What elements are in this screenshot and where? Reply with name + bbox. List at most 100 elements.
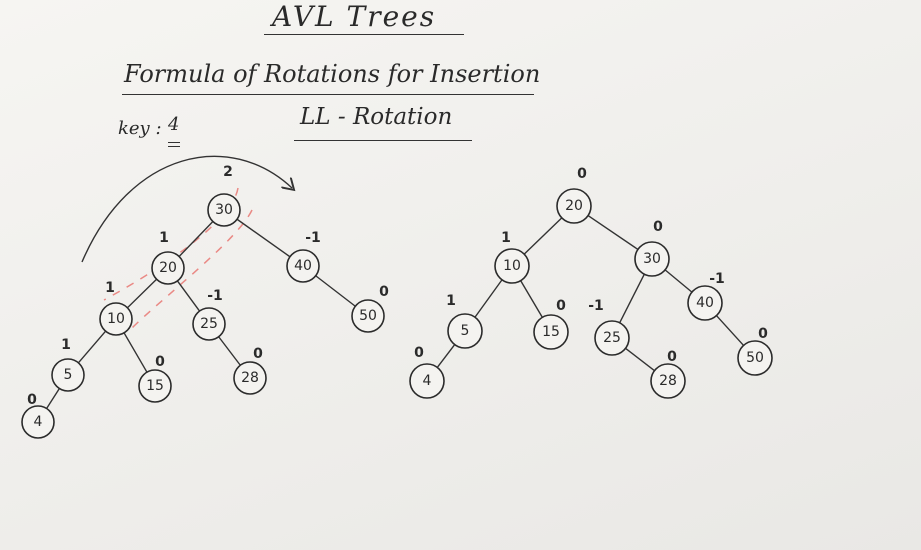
after-node-circle-50 bbox=[737, 340, 773, 376]
before-node-label-10: 10 bbox=[107, 311, 125, 327]
after-edge-40-50 bbox=[715, 315, 745, 346]
before-node-label-25: 25 bbox=[200, 316, 218, 332]
before-node-30: 30 2 bbox=[207, 164, 241, 227]
before-balance-factor-30: 2 bbox=[223, 164, 233, 180]
before-node-5: 51 bbox=[51, 337, 85, 392]
before-edge-25-28 bbox=[218, 336, 241, 366]
after-node-5: 51 bbox=[446, 293, 483, 349]
after-node-circle-30 bbox=[634, 241, 670, 277]
before-node-circle-28 bbox=[233, 361, 267, 395]
after-node-label-50: 50 bbox=[746, 350, 764, 366]
before-balance-factor-5: 1 bbox=[61, 337, 71, 353]
before-node-circle-50 bbox=[351, 299, 385, 333]
rotation-underline bbox=[294, 140, 472, 141]
before-node-label-28: 28 bbox=[241, 370, 259, 386]
before-node-circle-30 bbox=[207, 193, 241, 227]
before-node-label-50: 50 bbox=[359, 308, 377, 324]
before-balance-factor-4: 0 bbox=[27, 392, 37, 408]
after-balance-factor-4: 0 bbox=[414, 345, 424, 361]
before-node-20: 20 1 bbox=[151, 230, 185, 285]
before-node-25: 25 -1 bbox=[192, 288, 226, 341]
after-node-label-28: 28 bbox=[659, 373, 677, 389]
after-balance-factor-25: -1 bbox=[588, 298, 604, 314]
after-node-label-10: 10 bbox=[503, 258, 521, 274]
before-node-40: 40 -1 bbox=[286, 230, 321, 283]
after-node-label-4: 4 bbox=[423, 373, 432, 389]
before-node-4: 40 bbox=[21, 392, 55, 439]
before-edge-40-50 bbox=[315, 275, 356, 307]
before-node-circle-40 bbox=[286, 249, 320, 283]
after-node-label-40: 40 bbox=[696, 295, 714, 311]
before-node-50: 500 bbox=[351, 284, 389, 333]
before-balance-factor-25: -1 bbox=[207, 288, 223, 304]
after-balance-factor-20: 0 bbox=[577, 166, 587, 182]
after-node-circle-28 bbox=[650, 363, 686, 399]
before-node-circle-4 bbox=[21, 405, 55, 439]
after-balance-factor-5: 1 bbox=[446, 293, 456, 309]
before-node-28: 28 0 bbox=[233, 346, 267, 395]
after-edge-10-5 bbox=[474, 279, 503, 318]
rotation-label: LL - Rotation bbox=[300, 104, 453, 130]
before-node-label-30: 30 bbox=[215, 202, 233, 218]
edges-layer bbox=[46, 214, 745, 409]
before-node-10: 101 bbox=[99, 280, 133, 336]
before-node-label-20: 20 bbox=[159, 260, 177, 276]
key-underline-2 bbox=[168, 146, 180, 147]
after-node-15: 150 bbox=[533, 298, 569, 350]
after-node-30: 30 0 bbox=[634, 219, 670, 277]
rotation-arrow bbox=[81, 155, 292, 263]
after-node-4: 40 bbox=[409, 345, 445, 399]
page-title: AVL Trees bbox=[272, 0, 437, 33]
after-edge-20-10 bbox=[523, 217, 563, 255]
after-edge-5-4 bbox=[436, 344, 456, 368]
before-balance-factor-50: 0 bbox=[379, 284, 389, 300]
before-node-label-40: 40 bbox=[294, 258, 312, 274]
before-balance-factor-15: 0 bbox=[155, 354, 165, 370]
before-edge-10-15 bbox=[123, 332, 148, 373]
before-node-label-15: 15 bbox=[146, 378, 164, 394]
before-node-label-4: 4 bbox=[34, 414, 43, 430]
after-balance-factor-50: 0 bbox=[758, 326, 768, 342]
after-node-50: 50 0 bbox=[737, 326, 773, 376]
key-label: key : bbox=[118, 118, 162, 139]
after-node-40: 40 -1 bbox=[687, 271, 725, 321]
after-node-label-25: 25 bbox=[603, 330, 621, 346]
before-balance-factor-28: 0 bbox=[253, 346, 263, 362]
key-underline-1 bbox=[168, 142, 180, 143]
after-node-circle-25 bbox=[594, 320, 630, 356]
after-edge-25-28 bbox=[625, 347, 655, 372]
before-balance-factor-40: -1 bbox=[305, 230, 321, 246]
after-node-25: 25 -1 bbox=[588, 298, 630, 356]
before-node-circle-5 bbox=[51, 358, 85, 392]
after-balance-factor-28: 0 bbox=[667, 349, 677, 365]
after-balance-factor-40: -1 bbox=[709, 271, 725, 287]
after-node-28: 28 0 bbox=[650, 349, 686, 399]
before-node-circle-10 bbox=[99, 302, 133, 336]
title-underline bbox=[264, 34, 464, 35]
subtitle: Formula of Rotations for Insertion bbox=[124, 60, 541, 88]
after-node-circle-5 bbox=[447, 313, 483, 349]
after-node-circle-40 bbox=[687, 285, 723, 321]
before-balance-factor-20: 1 bbox=[159, 230, 169, 246]
after-balance-factor-30: 0 bbox=[653, 219, 663, 235]
after-edge-20-30 bbox=[587, 214, 639, 251]
after-edge-30-25 bbox=[619, 273, 645, 324]
after-node-label-5: 5 bbox=[461, 323, 470, 339]
nodes-layer: 30220140-110125-150051150280402001013005… bbox=[21, 164, 773, 439]
after-node-circle-10 bbox=[494, 248, 530, 284]
before-node-15: 15 0 bbox=[138, 354, 172, 403]
after-balance-factor-15: 0 bbox=[556, 298, 566, 314]
after-node-label-30: 30 bbox=[643, 251, 661, 267]
after-balance-factor-10: 1 bbox=[501, 230, 511, 246]
before-edge-5-4 bbox=[46, 388, 60, 409]
after-node-circle-4 bbox=[409, 363, 445, 399]
before-node-circle-25 bbox=[192, 307, 226, 341]
after-node-label-20: 20 bbox=[565, 198, 583, 214]
before-node-circle-20 bbox=[151, 251, 185, 285]
subtitle-underline bbox=[122, 94, 534, 95]
before-edge-10-5 bbox=[77, 330, 107, 364]
before-edge-20-10 bbox=[126, 278, 158, 309]
before-edge-30-20 bbox=[178, 221, 214, 257]
